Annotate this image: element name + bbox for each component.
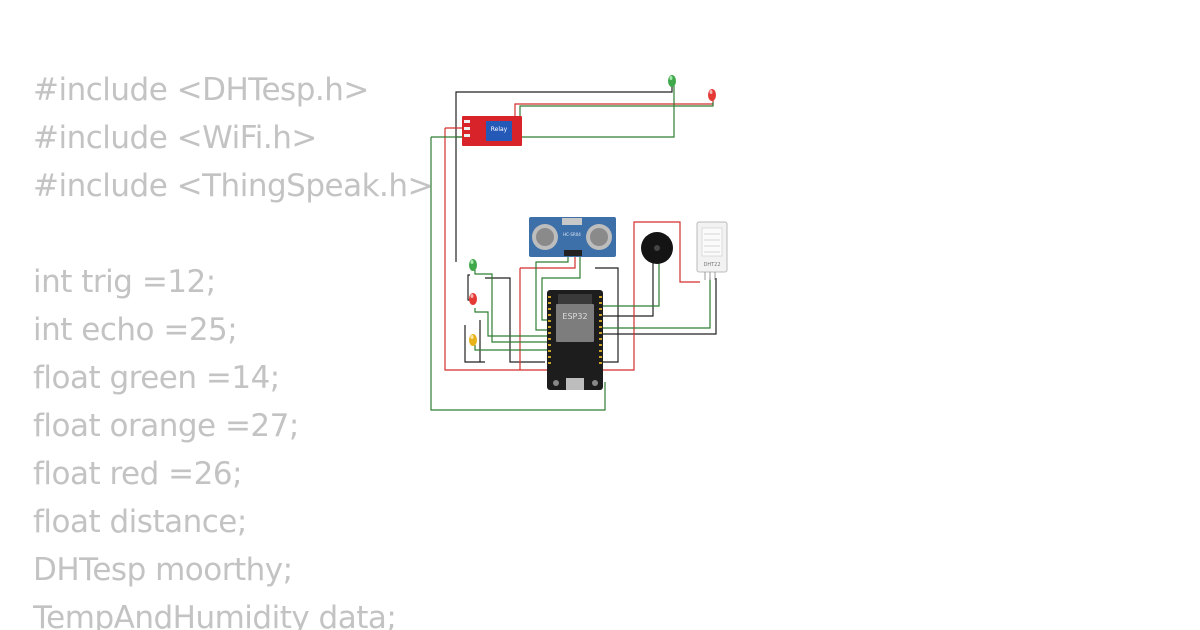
dht22-sensor-icon[interactable]: DHT22 bbox=[696, 221, 728, 280]
dht22-label: DHT22 bbox=[703, 262, 720, 268]
code-line-7: float green =14; bbox=[33, 360, 280, 396]
code-line-10: float distance; bbox=[33, 504, 247, 540]
buzzer-icon[interactable] bbox=[641, 232, 673, 264]
code-line-12: TempAndHumidity data; bbox=[33, 600, 397, 630]
relay-module-icon[interactable]: Relay bbox=[462, 116, 522, 146]
code-line-9: float red =26; bbox=[33, 456, 243, 492]
code-line-6: int echo =25; bbox=[33, 312, 238, 348]
led-yellow-icon[interactable] bbox=[469, 334, 477, 346]
led-red-side-icon[interactable] bbox=[469, 293, 477, 305]
code-line-1: #include <DHTesp.h> bbox=[33, 72, 369, 108]
led-green-icon[interactable] bbox=[668, 75, 676, 87]
esp32-board-icon[interactable]: ESP32 bbox=[547, 290, 603, 390]
code-line-2: #include <WiFi.h> bbox=[33, 120, 317, 156]
code-line-5: int trig =12; bbox=[33, 264, 216, 300]
code-line-4 bbox=[33, 210, 433, 258]
relay-label: Relay bbox=[491, 126, 508, 133]
code-line-3: #include <ThingSpeak.h> bbox=[33, 168, 433, 204]
code-line-8: float orange =27; bbox=[33, 408, 299, 444]
ultrasonic-sensor-icon[interactable]: HC-SR04 bbox=[529, 217, 616, 257]
esp32-label: ESP32 bbox=[562, 312, 587, 321]
code-editor[interactable]: #include <DHTesp.h> #include <WiFi.h> #i… bbox=[33, 66, 433, 630]
circuit-diagram[interactable]: Relay HC-SR04 DHT22 bbox=[420, 60, 760, 420]
led-green-side-icon[interactable] bbox=[469, 259, 477, 271]
led-red-icon[interactable] bbox=[708, 89, 716, 101]
ultrasonic-label: HC-SR04 bbox=[563, 232, 581, 237]
code-line-11: DHTesp moorthy; bbox=[33, 552, 293, 588]
